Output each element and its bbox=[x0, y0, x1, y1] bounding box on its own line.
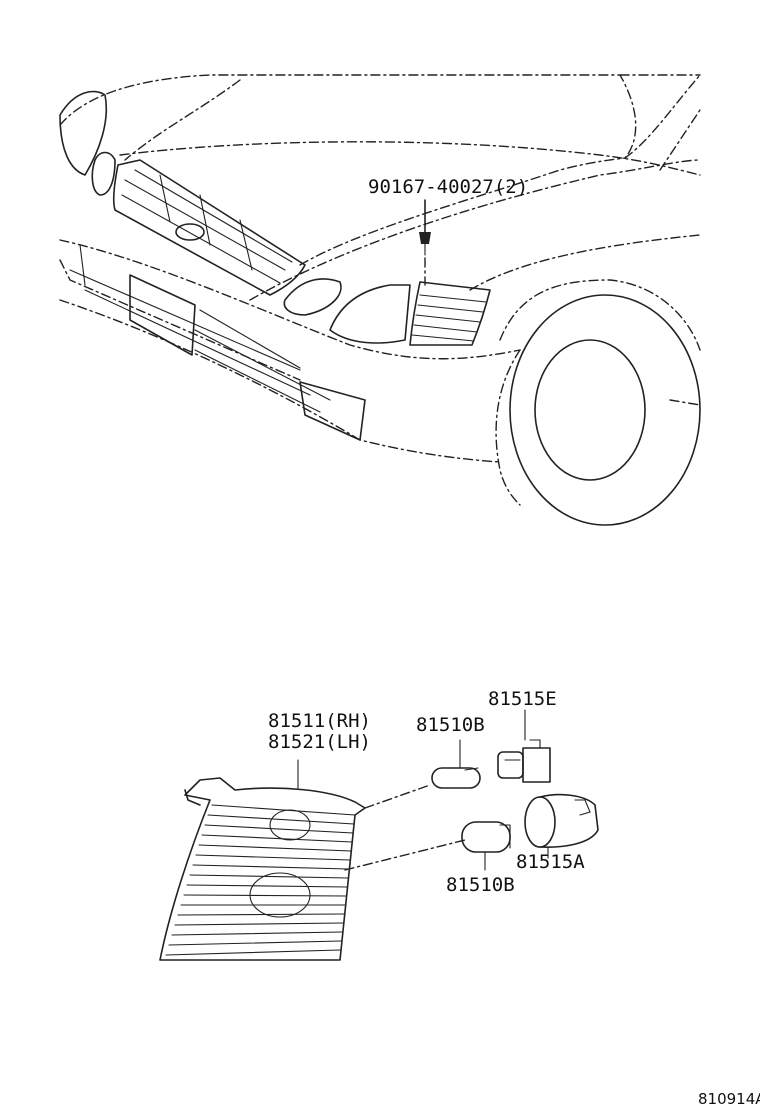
figure-code: 810914A bbox=[698, 1090, 760, 1108]
socket-top-icon bbox=[497, 739, 551, 783]
bulb-top-icon bbox=[431, 767, 481, 789]
bulb-bottom-part-number: 81510B bbox=[446, 874, 515, 896]
corner-lamp-assembly bbox=[159, 759, 466, 961]
screw-icon bbox=[419, 199, 431, 256]
screw-part-number: 90167-40027(2) bbox=[368, 176, 528, 198]
socket-bottom-icon bbox=[524, 793, 599, 848]
socket-top-part-number: 81515E bbox=[488, 688, 557, 710]
bulb-bottom-icon bbox=[461, 821, 511, 853]
car-front-illustration bbox=[59, 74, 701, 526]
bulb-top-part-number: 81510B bbox=[416, 714, 485, 736]
lamp-lh-part-number: 81521(LH) bbox=[268, 731, 371, 753]
socket-bottom-part-number: 81515A bbox=[516, 851, 585, 873]
lamp-rh-part-number: 81511(RH) bbox=[268, 710, 371, 732]
